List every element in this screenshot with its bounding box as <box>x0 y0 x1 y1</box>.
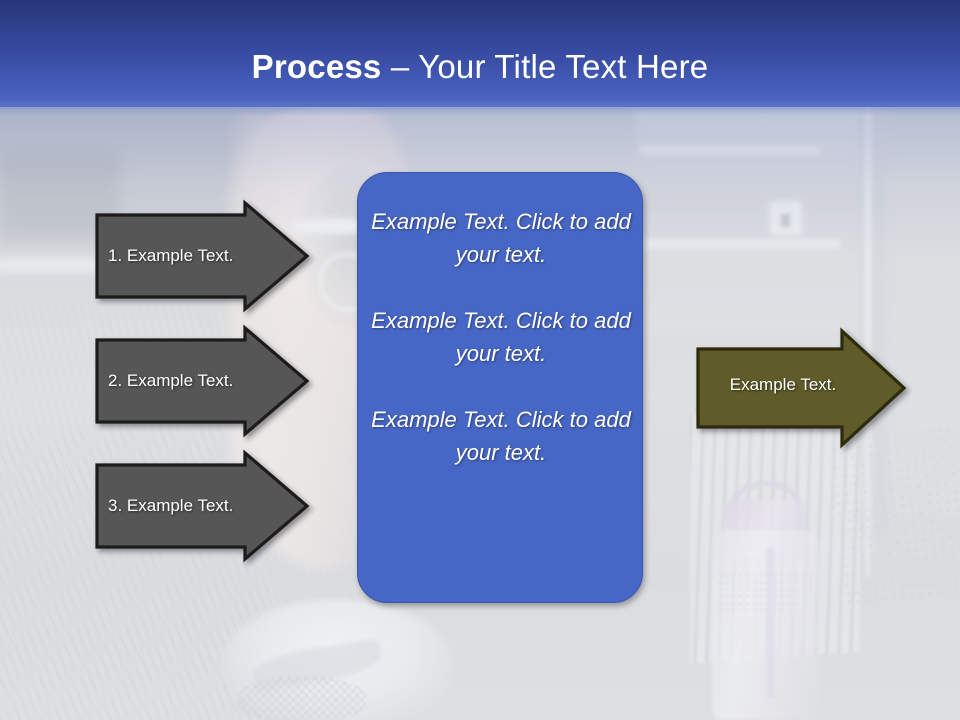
center-panel-text: Example Text. Click to add your text. Ex… <box>358 205 644 469</box>
center-panel[interactable]: Example Text. Click to add your text. Ex… <box>357 172 643 603</box>
center-panel-paragraph-2: Example Text. Click to add your text. <box>371 308 631 366</box>
center-panel-paragraph-1: Example Text. Click to add your text. <box>371 209 631 267</box>
step-arrow-1[interactable] <box>93 199 311 313</box>
title-bar <box>0 0 960 107</box>
page-title-rest: – Your Title Text Here <box>381 48 709 85</box>
page-title: Process – Your Title Text Here <box>0 47 960 87</box>
result-arrow[interactable] <box>694 327 910 449</box>
step-arrow-2[interactable] <box>93 324 311 438</box>
center-panel-paragraph-3: Example Text. Click to add your text. <box>371 407 631 465</box>
page-title-bold: Process <box>251 48 382 85</box>
step-arrow-3[interactable] <box>93 449 311 563</box>
title-bar-fade <box>0 100 960 116</box>
